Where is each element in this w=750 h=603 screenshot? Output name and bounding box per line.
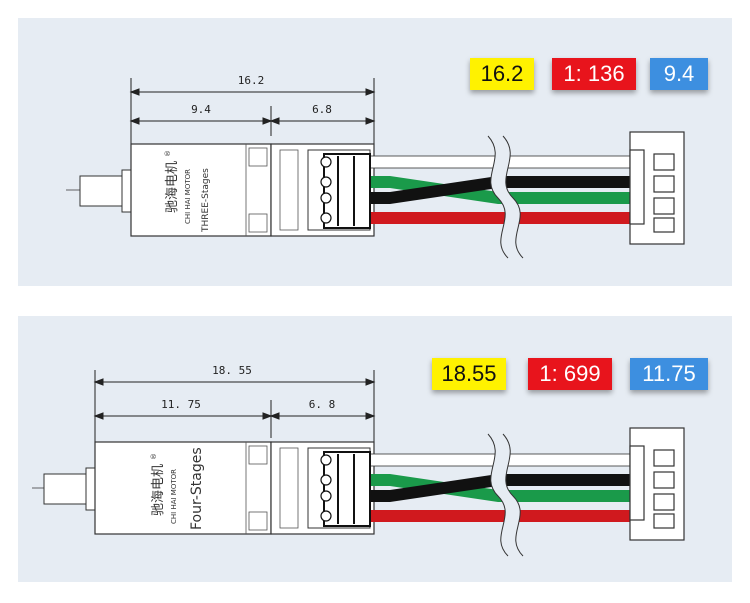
dimension-lines	[93, 370, 376, 446]
badge-overall-length: 16.2	[470, 58, 534, 90]
brand-chinese: 驰海电机	[165, 161, 180, 213]
registered-mark: ®	[164, 150, 172, 157]
four-stage-diagram-panel: 18. 55 11. 75 6. 8 驰海电机 ® CHI HAI MOTOR …	[18, 316, 732, 582]
motor-body	[130, 143, 272, 237]
registered-mark: ®	[150, 453, 158, 460]
three-stage-diagram-panel: 16.2 9.4 6.8 驰海电机 ® CHI HAI MOTOR THREE-…	[18, 18, 732, 286]
brand-english: CHI HAI MOTOR	[184, 169, 192, 224]
stage-label: THREE-Stages	[201, 168, 211, 233]
output-shaft	[79, 175, 125, 207]
black-wire	[370, 176, 630, 204]
brand-english: CHI HAI MOTOR	[170, 469, 178, 524]
wire-break-symbol	[487, 135, 524, 259]
terminal-screws	[320, 153, 371, 229]
wire-connector-plug	[629, 427, 685, 541]
wire-connector-plug	[629, 131, 685, 245]
motor-length-label: 11. 75	[161, 398, 201, 411]
badge-motor-length: 9.4	[650, 58, 708, 90]
overall-length-label: 18. 55	[212, 364, 252, 377]
overall-length-label: 16.2	[238, 74, 265, 87]
green-wire	[370, 176, 630, 204]
three-stage-motor-drawing: 16.2 9.4 6.8 驰海电机 ® CHI HAI MOTOR THREE-…	[66, 74, 685, 259]
output-shaft	[43, 473, 89, 505]
green-wire	[370, 474, 630, 502]
badge-overall-length: 18.55	[432, 358, 506, 390]
red-wire	[370, 212, 630, 224]
connector-length-label: 6. 8	[309, 398, 336, 411]
red-wire	[370, 510, 630, 522]
wire-break-symbol	[487, 433, 524, 557]
brand-chinese: 驰海电机	[151, 464, 166, 516]
connector-length-label: 6.8	[312, 103, 332, 116]
terminal-screws	[320, 451, 371, 527]
stage-label: Four-Stages	[189, 447, 205, 530]
wire-bundle	[369, 155, 631, 224]
dimension-lines	[129, 78, 376, 148]
motor-length-label: 9.4	[191, 103, 211, 116]
badge-gear-ratio: 1: 699	[528, 358, 612, 390]
badge-gear-ratio: 1: 136	[552, 58, 636, 90]
motor-body	[94, 441, 272, 535]
black-wire	[370, 474, 630, 502]
four-stage-motor-drawing: 18. 55 11. 75 6. 8 驰海电机 ® CHI HAI MOTOR …	[32, 364, 685, 557]
badge-motor-length: 11.75	[630, 358, 708, 390]
